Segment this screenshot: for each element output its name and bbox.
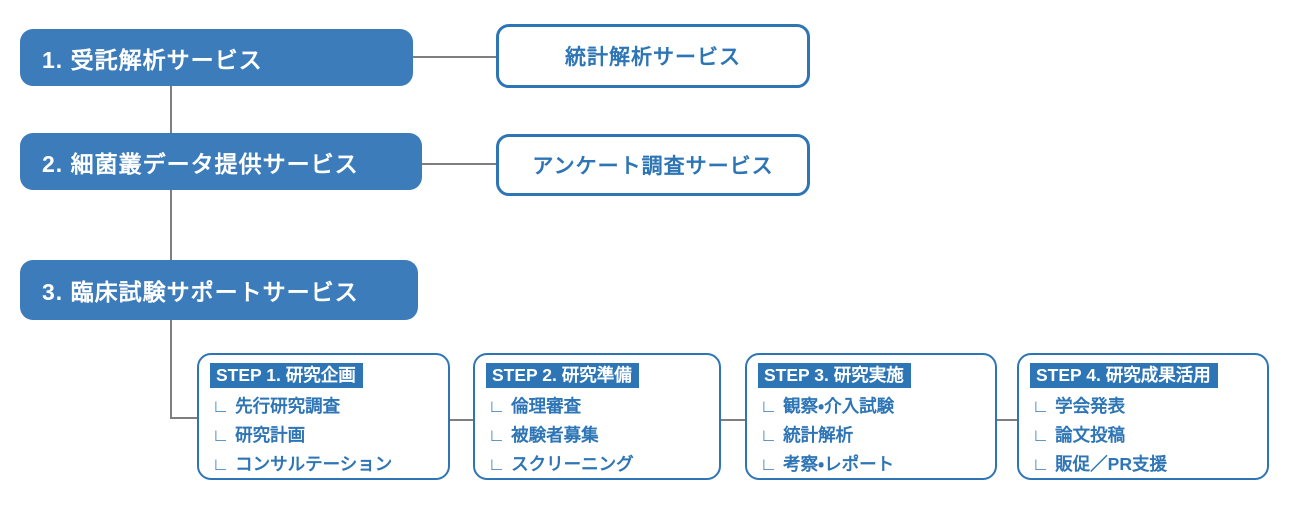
branch-icon: ∟ (212, 425, 230, 445)
service-2-sub-label: アンケート調査サービス (532, 155, 774, 178)
connector-service2-service3 (170, 190, 172, 260)
connector-step1-step2 (450, 419, 473, 421)
branch-icon: ∟ (760, 454, 778, 474)
step-2-item-label: 被験者募集 (511, 425, 599, 445)
branch-icon: ∟ (1032, 454, 1050, 474)
connector-service3-steps-horizontal (170, 417, 198, 419)
step-4-item-label: 学会発表 (1055, 396, 1126, 416)
step-3-item: ∟考察・レポート (758, 450, 995, 478)
step-1-item: ∟コンサルテーション (210, 450, 448, 478)
connector-step3-step4 (997, 419, 1017, 421)
step-4-item: ∟学会発表 (1030, 392, 1267, 421)
step-3-box: STEP 3. 研究実施 ∟観察・介入試験 ∟統計解析 ∟考察・レポート (745, 353, 997, 480)
step-1-item-label: 先行研究調査 (235, 396, 341, 416)
step-4-header: STEP 4. 研究成果活用 (1030, 363, 1218, 388)
connector-service1-service2 (170, 86, 172, 133)
step-2-item-label: 倫理審査 (511, 396, 582, 416)
branch-icon: ∟ (212, 454, 230, 474)
step-4-item-label: 販促／PR支援 (1055, 454, 1167, 474)
branch-icon: ∟ (1032, 425, 1050, 445)
step-3-item-label: 考察・レポート (783, 454, 895, 474)
service-1-box: 1. 受託解析サービス (20, 29, 413, 86)
connector-service1-sub (413, 56, 496, 58)
step-4-item: ∟販促／PR支援 (1030, 450, 1267, 478)
step-1-item-label: コンサルテーション (235, 454, 393, 474)
step-4-item-label: 論文投稿 (1055, 425, 1126, 445)
step-3-item: ∟観察・介入試験 (758, 392, 995, 421)
step-3-item: ∟統計解析 (758, 421, 995, 450)
service-3-label: 3. 臨床試験サポートサービス (42, 279, 359, 305)
service-2-label: 2. 細菌叢データ提供サービス (42, 150, 359, 177)
service-1-label: 1. 受託解析サービス (42, 46, 263, 73)
step-4-box: STEP 4. 研究成果活用 ∟学会発表 ∟論文投稿 ∟販促／PR支援 (1017, 353, 1269, 480)
step-2-box: STEP 2. 研究準備 ∟倫理審査 ∟被験者募集 ∟スクリーニング (473, 353, 721, 480)
service-1-sub-label: 統計解析サービス (565, 46, 741, 69)
branch-icon: ∟ (488, 396, 506, 416)
step-1-item: ∟研究計画 (210, 421, 448, 450)
step-2-item: ∟被験者募集 (486, 421, 719, 450)
connector-step2-step3 (721, 419, 745, 421)
service-3-box: 3. 臨床試験サポートサービス (20, 260, 418, 320)
branch-icon: ∟ (1032, 396, 1050, 416)
step-2-header: STEP 2. 研究準備 (486, 363, 639, 388)
step-4-item: ∟論文投稿 (1030, 421, 1267, 450)
branch-icon: ∟ (760, 396, 778, 416)
connector-service3-steps-vertical (170, 320, 172, 419)
branch-icon: ∟ (488, 454, 506, 474)
step-1-header: STEP 1. 研究企画 (210, 363, 363, 388)
step-2-item-label: スクリーニング (511, 454, 634, 474)
step-2-item: ∟倫理審査 (486, 392, 719, 421)
branch-icon: ∟ (212, 396, 230, 416)
step-3-item-label: 統計解析 (783, 425, 854, 445)
step-1-item-label: 研究計画 (235, 425, 306, 445)
connector-service2-sub (422, 163, 496, 165)
step-1-item: ∟先行研究調査 (210, 392, 448, 421)
branch-icon: ∟ (488, 425, 506, 445)
step-3-header: STEP 3. 研究実施 (758, 363, 911, 388)
service-2-box: 2. 細菌叢データ提供サービス (20, 133, 422, 190)
step-2-item: ∟スクリーニング (486, 450, 719, 478)
step-3-item-label: 観察・介入試験 (783, 396, 895, 416)
service-1-sub-box: 統計解析サービス (496, 24, 810, 88)
step-1-box: STEP 1. 研究企画 ∟先行研究調査 ∟研究計画 ∟コンサルテーション (197, 353, 450, 480)
branch-icon: ∟ (760, 425, 778, 445)
service-2-sub-box: アンケート調査サービス (496, 134, 810, 196)
